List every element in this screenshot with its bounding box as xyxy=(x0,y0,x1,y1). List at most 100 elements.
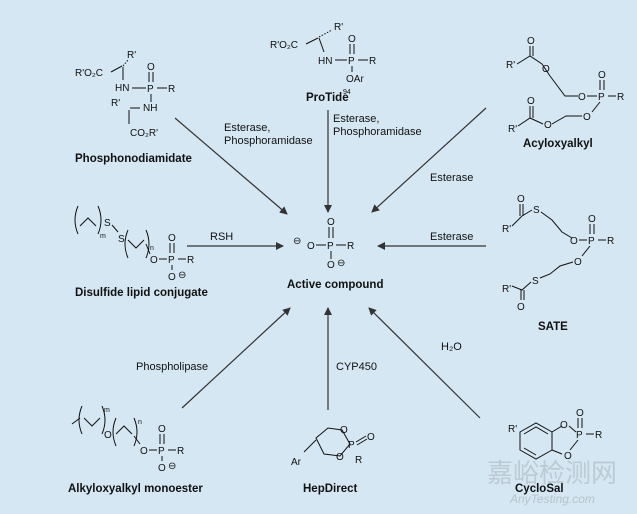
acyloxyalkyl-structure: R' O O O P O R O O O R' Acyloxyalkyl xyxy=(506,36,624,150)
center-o-bottom: O xyxy=(327,260,335,271)
atom-ester: R'O₂C xyxy=(270,40,298,51)
atom-ester: R'O₂C xyxy=(75,68,103,79)
atom-r-prime-2: R' xyxy=(508,124,517,135)
center-charge-bottom: ⊖ xyxy=(337,258,345,269)
atom-o: O xyxy=(527,96,535,107)
atom-o: O xyxy=(168,272,176,283)
atom-p: P xyxy=(348,56,355,67)
atom-o: O xyxy=(517,194,525,205)
center-p: P xyxy=(327,241,334,252)
atom-r: R xyxy=(607,236,614,247)
atom-o: O xyxy=(542,64,550,75)
protide-structure: R'O₂C R' HN P O R OAr ProTide 94 xyxy=(270,22,376,104)
atom-o: O xyxy=(544,120,552,131)
label-hepdirect-enzyme: CYP450 xyxy=(336,361,377,373)
atom-charge: ⊖ xyxy=(168,461,176,472)
atom-p: P xyxy=(598,92,605,103)
atom-o: O xyxy=(340,425,348,436)
atom-r-prime-2: R' xyxy=(502,284,511,295)
phosphonodiamidate-structure: R'O₂C R' HN P O R NH R' CO₂R' Phosphonod… xyxy=(75,50,192,165)
center-charge: ⊖ xyxy=(293,236,301,247)
atom-r: R xyxy=(595,430,602,441)
protide-ref: 94 xyxy=(343,89,351,96)
atom-nh: NH xyxy=(143,103,157,114)
enzyme-line-1: Esterase, xyxy=(224,122,270,134)
atom-p: P xyxy=(158,446,165,457)
atom-s: S xyxy=(532,276,539,287)
atom-o: O xyxy=(517,302,525,313)
hepdirect-structure: O P O R O Ar HepDirect xyxy=(291,425,375,495)
label-sate: SATE xyxy=(538,321,568,333)
atom-r: R xyxy=(369,56,376,67)
atom-r: R xyxy=(177,446,184,457)
atom-o: O xyxy=(583,112,591,123)
label-disulfide: Disulfide lipid conjugate xyxy=(75,287,208,299)
label-acyloxyalkyl: Acyloxyalkyl xyxy=(523,138,593,150)
atom-n: n xyxy=(150,245,154,252)
atom-m: m xyxy=(104,407,110,414)
atom-r: R xyxy=(168,84,175,95)
label-acyloxyalkyl-enzyme: Esterase xyxy=(430,172,473,184)
atom-o: O xyxy=(147,62,155,73)
label-phosphonodiamidate-enzyme: Esterase, Phosphoramidase xyxy=(224,122,313,147)
atom-r-prime: R' xyxy=(502,224,511,235)
label-hepdirect: HepDirect xyxy=(303,483,357,495)
atom-o: O xyxy=(158,424,166,435)
atom-o: O xyxy=(527,36,535,47)
atom-p: P xyxy=(588,236,595,247)
atom-o: O xyxy=(570,236,578,247)
atom-s: S xyxy=(104,218,111,229)
atom-charge: ⊖ xyxy=(178,270,186,281)
atom-oar: OAr xyxy=(346,74,364,85)
atom-o: O xyxy=(168,233,176,244)
watermark-url: AnyTesting.com xyxy=(509,492,595,506)
disulfide-structure: m S S n O P O R O ⊖ Disulfide lipid conj… xyxy=(74,205,208,299)
enzyme-line-1: Esterase, xyxy=(333,113,379,125)
enzyme-line-2: Phosphoramidase xyxy=(224,135,313,147)
label-sate-enzyme: Esterase xyxy=(430,231,473,243)
watermark: 嘉峪检测网 AnyTesting.com xyxy=(487,458,617,506)
atom-o: O xyxy=(588,214,596,225)
atom-o: O xyxy=(578,92,586,103)
atom-r: R xyxy=(355,455,362,466)
arrow-alkyloxyalkyl xyxy=(181,307,291,409)
atom-p: P xyxy=(348,440,355,451)
label-protide: ProTide xyxy=(306,92,349,104)
atom-r: R xyxy=(187,255,194,266)
atom-o: O xyxy=(560,420,568,431)
atom-hn: HN xyxy=(115,83,129,94)
center-label: Active compound xyxy=(287,279,383,291)
atom-o: O xyxy=(564,451,572,462)
atom-ester-2: CO₂R' xyxy=(130,128,158,139)
atom-o: O xyxy=(367,432,375,443)
atom-r-prime-2: R' xyxy=(111,98,120,109)
sate-structure: R' O S O P O R O S O R' SATE xyxy=(502,194,614,333)
center-o-left: O xyxy=(307,241,315,252)
atom-r-prime: R' xyxy=(508,424,517,435)
enzyme-line-2: Phosphoramidase xyxy=(333,126,422,138)
atom-o: O xyxy=(150,255,158,266)
label-alkyloxyalkyl: Alkyloxyalkyl monoester xyxy=(68,483,203,495)
atom-n: n xyxy=(138,419,142,426)
active-compound: ⊖ O P R O O ⊖ Active compound xyxy=(287,217,383,291)
alkyloxyalkyl-structure: m O n O P O R O ⊖ Alkyloxyalkyl monoeste… xyxy=(68,405,203,495)
atom-o: O xyxy=(576,408,584,419)
label-disulfide-reagent: RSH xyxy=(210,231,233,243)
atom-o: O xyxy=(348,34,356,45)
atom-p: P xyxy=(168,255,175,266)
atom-s: S xyxy=(118,234,125,245)
label-phosphonodiamidate: Phosphonodiamidate xyxy=(75,153,192,165)
cyclosal-structure: R' O P O R O CycloSal xyxy=(508,408,602,495)
arrow-phosphonodiamidate xyxy=(174,117,288,215)
arrow-cyclosal xyxy=(368,307,481,419)
arrow-acyloxyalkyl xyxy=(371,107,487,213)
label-protide-enzyme: Esterase, Phosphoramidase xyxy=(333,113,422,138)
center-o-top: O xyxy=(327,217,335,228)
atom-hn: HN xyxy=(318,56,332,67)
atom-p: P xyxy=(576,430,583,441)
atom-o: O xyxy=(574,257,582,268)
atom-m: m xyxy=(100,233,106,240)
atom-r-prime: R' xyxy=(506,60,515,71)
